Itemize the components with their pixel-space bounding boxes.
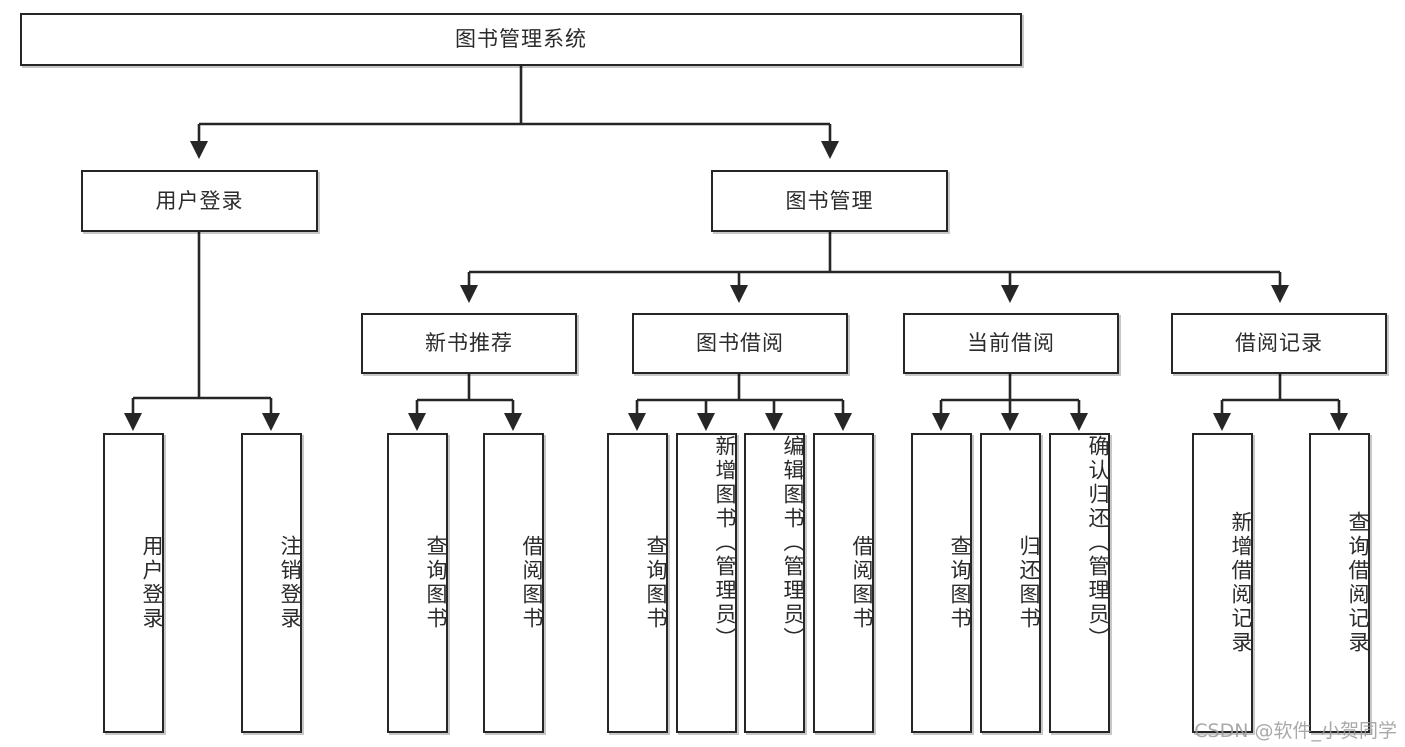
node-label: 图书管理系统 <box>455 27 587 52</box>
node-label: 查询图书 <box>424 535 448 631</box>
node-label: 借阅图书 <box>520 535 544 631</box>
node-leaf-logout[interactable]: 注销登录 <box>241 433 302 733</box>
node-label: 查询图书 <box>644 535 668 631</box>
node-label: 借阅记录 <box>1235 331 1323 356</box>
csdn-watermark: CSDN @软件_小贺同学 <box>1194 720 1397 742</box>
node-label: 当前借阅 <box>967 331 1055 356</box>
node-leaf-return-book[interactable]: 归还图书 <box>980 433 1041 733</box>
node-borrow-record[interactable]: 借阅记录 <box>1171 313 1387 374</box>
node-label: 图书管理 <box>785 188 874 213</box>
node-leaf-add-borrow-record[interactable]: 新增借阅记录 <box>1192 433 1253 733</box>
node-root-book-management-system[interactable]: 图书管理系统 <box>20 13 1022 66</box>
node-user-login[interactable]: 用户登录 <box>81 170 318 232</box>
node-leaf-query-book-recommend[interactable]: 查询图书 <box>387 433 448 733</box>
node-leaf-add-book-admin[interactable]: 新增图书（管理员） <box>676 433 737 733</box>
node-label: 编辑图书（管理员） <box>781 435 805 651</box>
node-leaf-query-book-current[interactable]: 查询图书 <box>911 433 972 733</box>
node-leaf-confirm-return-admin[interactable]: 确认归还（管理员） <box>1049 433 1110 733</box>
node-book-management[interactable]: 图书管理 <box>711 170 948 232</box>
node-leaf-borrow-book-recommend[interactable]: 借阅图书 <box>483 433 544 733</box>
node-label: 新增图书（管理员） <box>713 435 737 651</box>
node-label: 借阅图书 <box>850 535 874 631</box>
node-label: 查询借阅记录 <box>1346 511 1370 655</box>
node-label: 注销登录 <box>278 535 302 631</box>
node-book-borrow[interactable]: 图书借阅 <box>632 313 848 374</box>
node-label: 新增借阅记录 <box>1229 511 1253 655</box>
node-label: 查询图书 <box>948 535 972 631</box>
node-label: 新书推荐 <box>425 331 513 356</box>
node-label: 用户登录 <box>140 535 164 631</box>
node-new-book-recommend[interactable]: 新书推荐 <box>361 313 577 374</box>
node-leaf-query-book-borrow[interactable]: 查询图书 <box>607 433 668 733</box>
node-leaf-edit-book-admin[interactable]: 编辑图书（管理员） <box>744 433 805 733</box>
node-label: 用户登录 <box>155 188 244 213</box>
node-leaf-user-login[interactable]: 用户登录 <box>103 433 164 733</box>
node-leaf-borrow-book[interactable]: 借阅图书 <box>813 433 874 733</box>
node-leaf-query-borrow-record[interactable]: 查询借阅记录 <box>1309 433 1370 733</box>
node-label: 确认归还（管理员） <box>1086 435 1110 651</box>
node-label: 归还图书 <box>1017 535 1041 631</box>
node-current-borrow[interactable]: 当前借阅 <box>903 313 1119 374</box>
node-label: 图书借阅 <box>696 331 784 356</box>
